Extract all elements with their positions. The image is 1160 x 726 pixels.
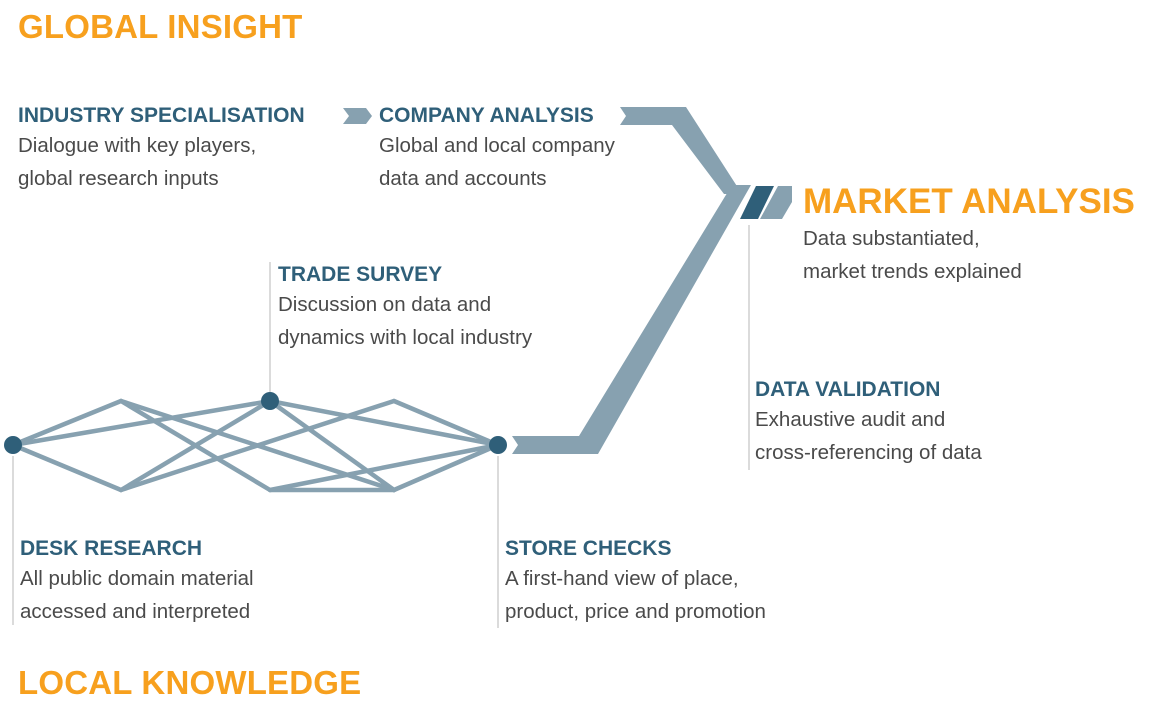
local-knowledge-heading: LOCAL KNOWLEDGE <box>18 664 362 701</box>
desk-research-line1: All public domain material <box>20 567 254 590</box>
research-network <box>10 398 501 493</box>
industry-specialisation-title: INDUSTRY SPECIALISATION <box>18 104 305 127</box>
local-connector-arrow <box>512 185 751 454</box>
desk-research-node-icon <box>4 436 22 454</box>
market-analysis-line2: market trends explained <box>803 260 1022 283</box>
store-checks-node-icon <box>489 436 507 454</box>
double-slash-icon <box>740 186 774 219</box>
company-analysis-block: COMPANY ANALYSIS Global and local compan… <box>379 103 615 195</box>
network-edge <box>10 442 124 493</box>
industry-specialisation-line1: Dialogue with key players, <box>18 134 257 157</box>
store-checks-title: STORE CHECKS <box>505 537 672 560</box>
trade-survey-title: TRADE SURVEY <box>278 263 443 286</box>
chevron-arrow-icon <box>343 108 372 124</box>
network-edge <box>267 442 501 493</box>
store-checks-line1: A first-hand view of place, <box>505 567 739 590</box>
company-analysis-line2: data and accounts <box>379 167 547 190</box>
network-edge <box>118 398 273 493</box>
network-edge <box>267 398 501 448</box>
network-edge <box>10 398 273 448</box>
store-checks-block: STORE CHECKS A first-hand view of place,… <box>505 536 766 628</box>
store-checks-line2: product, price and promotion <box>505 600 766 623</box>
global-connector-arrow <box>620 107 742 194</box>
market-analysis-title: MARKET ANALYSIS <box>803 182 1135 221</box>
trade-survey-line2: dynamics with local industry <box>278 326 533 349</box>
trade-survey-line1: Discussion on data and <box>278 293 492 316</box>
data-validation-line2: cross-referencing of data <box>755 441 982 464</box>
desk-research-title: DESK RESEARCH <box>20 537 203 560</box>
company-analysis-title: COMPANY ANALYSIS <box>379 104 594 127</box>
market-analysis-block: MARKET ANALYSIS Data substantiated, mark… <box>803 182 1135 288</box>
double-slash-arrow-icon <box>760 186 792 219</box>
network-edge <box>10 398 124 448</box>
data-validation-block: DATA VALIDATION Exhaustive audit and cro… <box>755 377 982 469</box>
trade-survey-node-icon <box>261 392 279 410</box>
industry-specialisation-block: INDUSTRY SPECIALISATION Dialogue with ke… <box>18 103 305 195</box>
network-nodes <box>4 392 507 454</box>
global-insight-heading: GLOBAL INSIGHT <box>18 8 303 45</box>
trade-survey-block: TRADE SURVEY Discussion on data and dyna… <box>278 262 532 354</box>
company-analysis-line1: Global and local company <box>379 134 615 157</box>
market-analysis-line1: Data substantiated, <box>803 227 980 250</box>
desk-research-line2: accessed and interpreted <box>20 600 251 623</box>
data-validation-line1: Exhaustive audit and <box>755 408 946 431</box>
leader-lines <box>12 225 750 628</box>
industry-specialisation-line2: global research inputs <box>18 167 219 190</box>
data-validation-title: DATA VALIDATION <box>755 378 941 401</box>
network-edge <box>391 398 501 448</box>
network-edge <box>267 398 397 493</box>
network-edge <box>391 442 501 493</box>
desk-research-block: DESK RESEARCH All public domain material… <box>20 536 254 628</box>
